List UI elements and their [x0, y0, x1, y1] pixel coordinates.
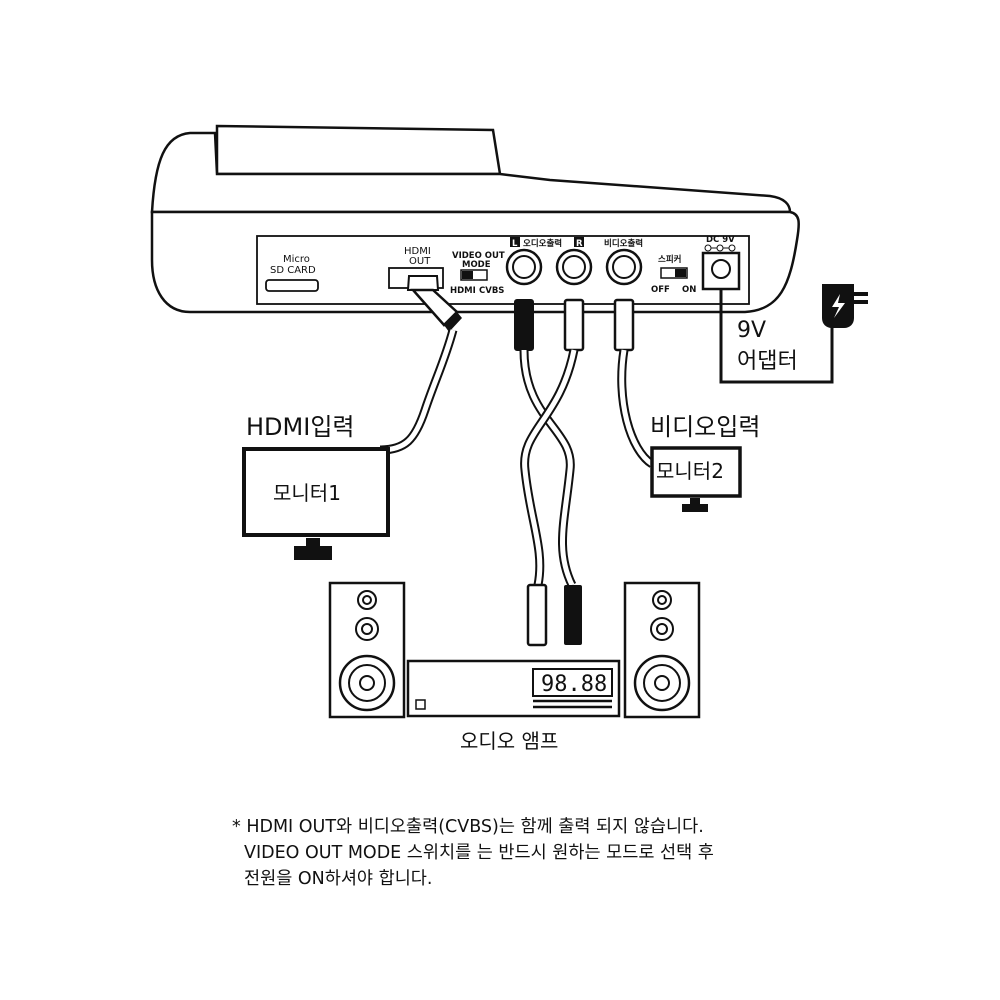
speaker-left: [328, 581, 406, 719]
monitor1: [242, 447, 390, 560]
speaker-right: [623, 581, 701, 719]
amplifier-icon: [406, 659, 621, 718]
micro-sd-label-1: Micro: [283, 254, 310, 265]
device-body: [150, 124, 800, 314]
video-out-mode-label-1: VIDEO OUT: [452, 251, 505, 261]
hdmi-plug-icon: [406, 275, 462, 332]
micro-sd-slot[interactable]: [265, 279, 319, 292]
power-adapter-icon: [822, 284, 868, 328]
speaker-off-label: OFF: [651, 285, 670, 295]
audio-left-badge: L: [512, 239, 518, 249]
audio-out-right-jack[interactable]: [555, 248, 593, 286]
monitor2-caption: 비디오입력: [650, 413, 760, 441]
audio-left-badge-bg: [510, 237, 520, 247]
adapter-label-1: 9V: [737, 318, 766, 343]
audio-out-left-jack[interactable]: [505, 248, 543, 286]
footnote-line-1: * HDMI OUT와 비디오출력(CVBS)는 함께 출력 되지 않습니다.: [232, 817, 704, 837]
footnote: * HDMI OUT와 비디오출력(CVBS)는 함께 출력 되지 않습니다. …: [232, 814, 792, 892]
speaker-label: 스피커: [658, 254, 681, 265]
footnote-line-2: VIDEO OUT MODE 스위치를 는 반드시 원하는 모드로 선택 후: [244, 843, 714, 863]
dc-polarity-icon: [704, 244, 736, 252]
monitor1-screen-label: 모니터1: [273, 481, 341, 505]
dc-power-jack[interactable]: [701, 251, 741, 291]
hdmi-out-label-1: HDMI: [404, 246, 431, 257]
monitor2-screen-label: 모니터2: [656, 459, 724, 483]
audio-right-badge-bg: [574, 237, 584, 247]
monitor1-caption: HDMI입력: [246, 413, 354, 441]
device-paper-tray: [215, 124, 502, 176]
audio-right-badge: R: [576, 239, 583, 249]
video-out-mode-cvbs: CVBS: [479, 286, 504, 296]
speaker-switch[interactable]: [660, 267, 688, 279]
amp-display: 98.88: [541, 672, 607, 697]
video-out-port-label: 비디오출력: [604, 238, 643, 249]
video-out-mode-label-2: MODE: [462, 260, 491, 270]
hdmi-out-label-2: OUT: [409, 256, 431, 267]
rca-plug-icon: [514, 298, 635, 352]
adapter-label-2: 어댑터: [737, 349, 798, 374]
video-out-mode-switch[interactable]: [460, 269, 488, 281]
amp-rca-plugs: [526, 583, 582, 647]
monitor2: [650, 446, 742, 512]
video-out-jack[interactable]: [605, 248, 643, 286]
micro-sd-label-2: SD CARD: [270, 265, 316, 276]
dc-cable: [719, 289, 834, 384]
footnote-line-3: 전원을 ON하셔야 합니다.: [244, 869, 433, 889]
amp-caption: 오디오 앰프: [460, 729, 558, 753]
speaker-on-label: ON: [682, 285, 696, 295]
audio-out-label: 오디오출력: [523, 238, 562, 249]
video-out-mode-hdmi: HDMI: [450, 286, 476, 296]
dc-label: DC 9V: [706, 235, 735, 245]
